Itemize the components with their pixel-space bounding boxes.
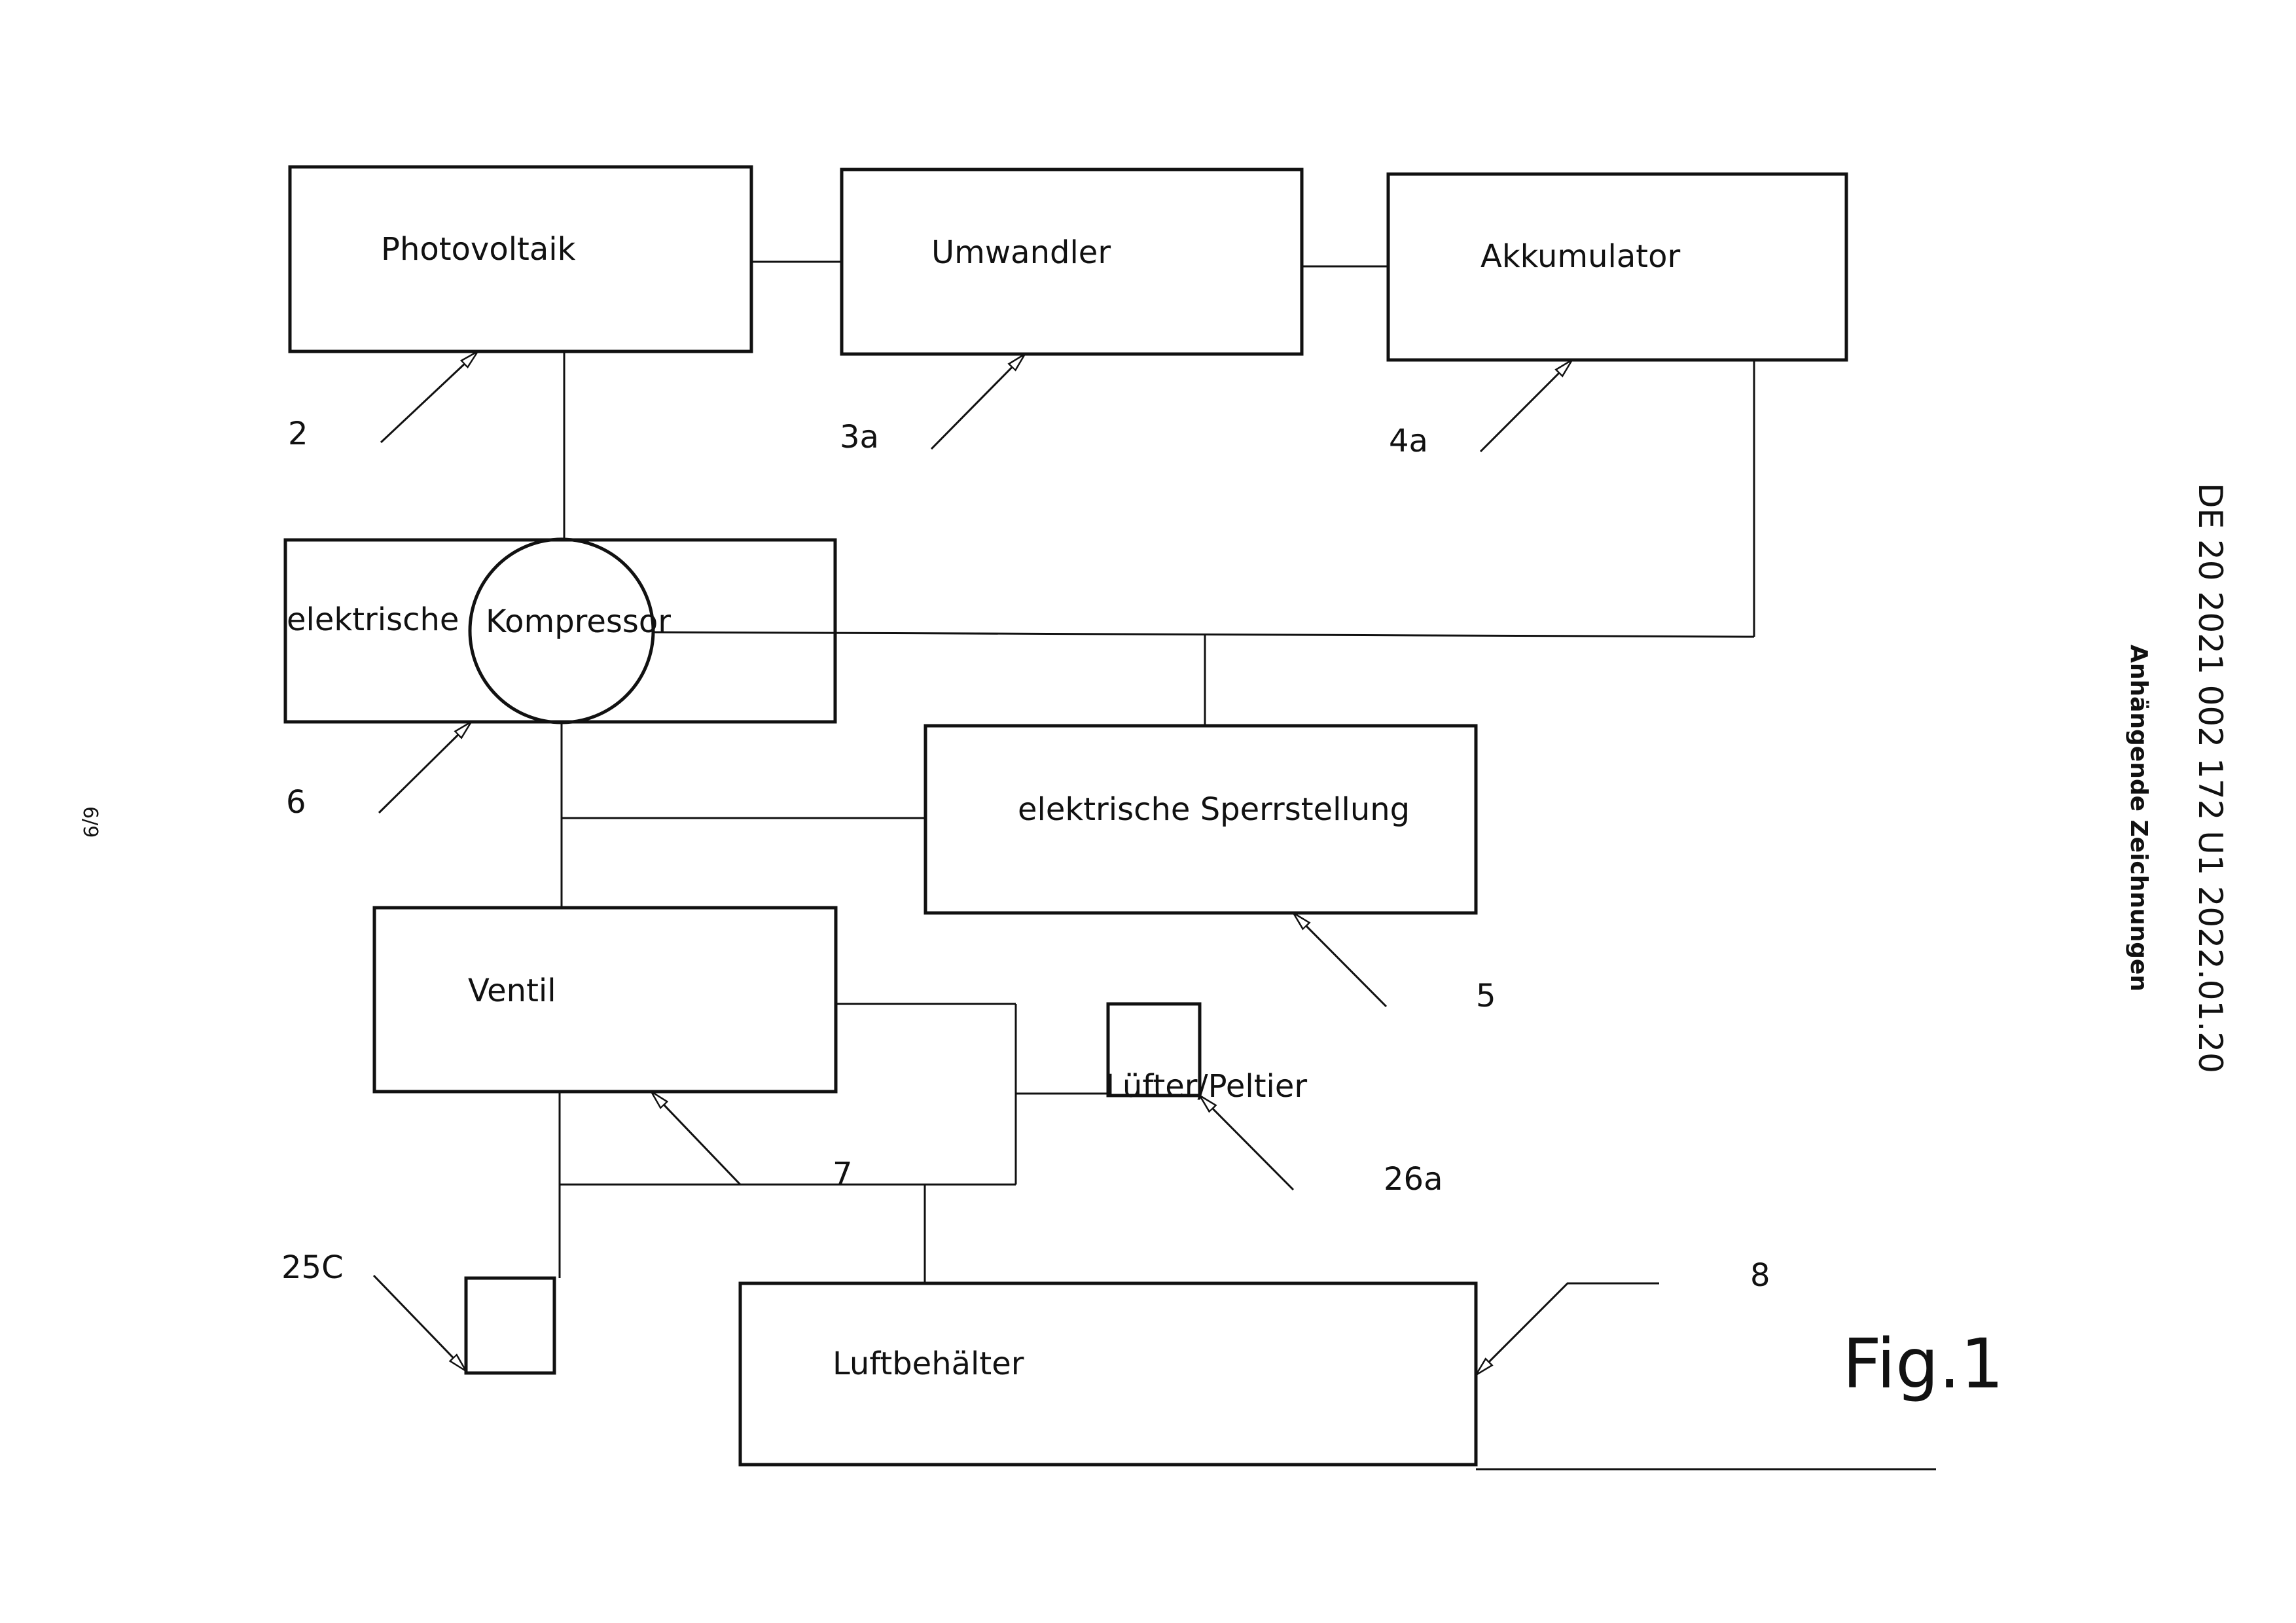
ref-7: 7 — [833, 1156, 853, 1192]
ventil-label: Ventil — [468, 972, 556, 1009]
kompressor-right-label: Kompressor — [486, 603, 671, 640]
ref-6: 6 — [286, 784, 306, 821]
reference-numerals: 2 3a 4a 6 5 7 26a 25C 8 — [281, 416, 1770, 1294]
ref-3a: 3a — [840, 419, 879, 455]
ref-26a: 26a — [1384, 1161, 1443, 1198]
connection-lines — [560, 262, 1936, 1469]
luefter-label: Lüfter/Peltier — [1105, 1068, 1307, 1105]
ref-8: 8 — [1750, 1257, 1770, 1294]
sperrstellung-label: elektrische Sperrstellung — [1018, 791, 1410, 828]
akkumulator-label: Akkumulator — [1480, 238, 1680, 275]
kompressor-left-label: elektrische — [287, 601, 459, 638]
figure-label: Fig.1 — [1842, 1324, 2003, 1404]
block-small-box — [466, 1278, 554, 1373]
block-luefter: Lüfter/Peltier — [1105, 1004, 1307, 1105]
block-photovoltaik: Photovoltaik — [290, 167, 751, 351]
umwandler-label: Umwandler — [931, 234, 1111, 271]
drawings-subtitle: Anhängende Zeichnungen — [2125, 645, 2152, 991]
ref-4a: 4a — [1389, 423, 1428, 459]
document-number: DE 20 2021 002 172 U1 2022.01.20 — [2191, 483, 2229, 1073]
block-umwandler: Umwandler — [842, 169, 1302, 354]
photovoltaik-label: Photovoltaik — [381, 231, 576, 268]
block-ventil: Ventil — [374, 908, 836, 1092]
block-luftbehaelter: Luftbehälter — [740, 1283, 1476, 1465]
ref-2: 2 — [288, 416, 308, 452]
reference-leaders — [374, 351, 1659, 1375]
block-sperrstellung: elektrische Sperrstellung — [925, 726, 1476, 913]
block-akkumulator: Akkumulator — [1388, 174, 1846, 360]
ref-5: 5 — [1476, 978, 1496, 1014]
page-number: 6/9 — [79, 806, 101, 838]
block-kompressor: elektrische Kompressor — [285, 539, 835, 722]
luftbehaelter-label: Luftbehälter — [833, 1346, 1024, 1382]
ref-25c: 25C — [281, 1249, 344, 1286]
